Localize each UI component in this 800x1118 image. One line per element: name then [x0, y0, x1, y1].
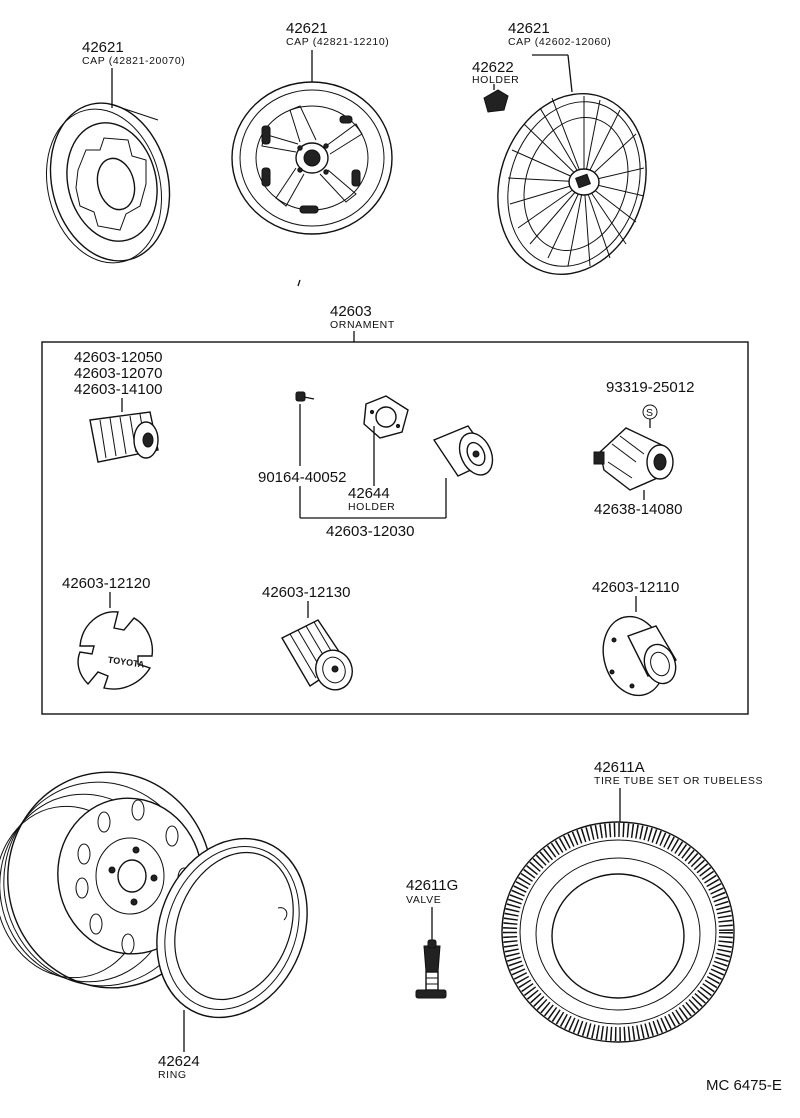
- cap-2-part-no: 42621: [286, 20, 328, 37]
- ornament-nut-assembly: [593, 427, 674, 491]
- valve-part-no: 42611G: [406, 877, 458, 894]
- ornament-a-part-no-2: 42603-12070: [74, 365, 162, 382]
- screw-part-no: 90164-40052: [258, 469, 346, 486]
- emblem-part-no: 42603-12120: [62, 575, 150, 592]
- nut-upper-part-no: 93319-25012: [606, 379, 694, 396]
- assembly-part-no: 42603-12030: [326, 523, 414, 540]
- cap-plain-illustration: [45, 102, 171, 264]
- ornament-desc: ORNAMENT: [330, 319, 395, 331]
- tire-part-no: 42611A: [594, 759, 645, 776]
- holder-top-part-no: 42622: [472, 59, 514, 76]
- ornament-group-box: [41, 341, 749, 715]
- cap-2-desc: CAP (42821-12210): [286, 36, 389, 48]
- ornament-part-no: 42603: [330, 303, 372, 320]
- ornament-a-nut: [89, 411, 159, 463]
- trim-ring: [156, 837, 308, 1019]
- emblem-plate: TOYOTA: [77, 611, 154, 690]
- ornament-a-part-no-1: 42603-12050: [74, 349, 162, 366]
- cap-1-part-no: 42621: [82, 39, 124, 56]
- cap-wire-illustration: [497, 93, 647, 275]
- tire: [501, 821, 735, 1043]
- cap-3-desc: CAP (42602-12060): [508, 36, 611, 48]
- ring-part-no: 42624: [158, 1053, 200, 1070]
- cap-3-part-no: 42621: [508, 20, 550, 37]
- valve-desc: VALVE: [406, 894, 441, 906]
- ornament-cap: [432, 425, 494, 477]
- ornament-12130-cap: [281, 619, 353, 691]
- ring-desc: RING: [158, 1069, 187, 1081]
- cap-holder-clip: [483, 89, 509, 113]
- figure-code: MC 6475-E: [706, 1077, 782, 1094]
- cap-1-desc: CAP (42821-20070): [82, 55, 185, 67]
- cap-spoked-illustration: [231, 81, 393, 235]
- ornament-12130-part-no: 42603-12130: [262, 584, 350, 601]
- stray-mark: [297, 279, 301, 287]
- tire-desc: TIRE TUBE SET OR TUBELESS: [594, 775, 763, 787]
- nut-lower-part-no: 42638-14080: [594, 501, 682, 518]
- holder-desc: HOLDER: [348, 501, 395, 513]
- ornament-a-part-no-3: 42603-14100: [74, 381, 162, 398]
- valve-stem: [415, 939, 447, 999]
- holder-top-desc: HOLDER: [472, 74, 519, 86]
- ornament-12110-cap: [602, 615, 677, 697]
- ornament-holder-plate: [363, 395, 409, 439]
- s-mark: S: [646, 407, 654, 419]
- screw: [295, 391, 315, 402]
- holder-part-no: 42644: [348, 485, 390, 502]
- ornament-12110-part-no: 42603-12110: [592, 579, 679, 596]
